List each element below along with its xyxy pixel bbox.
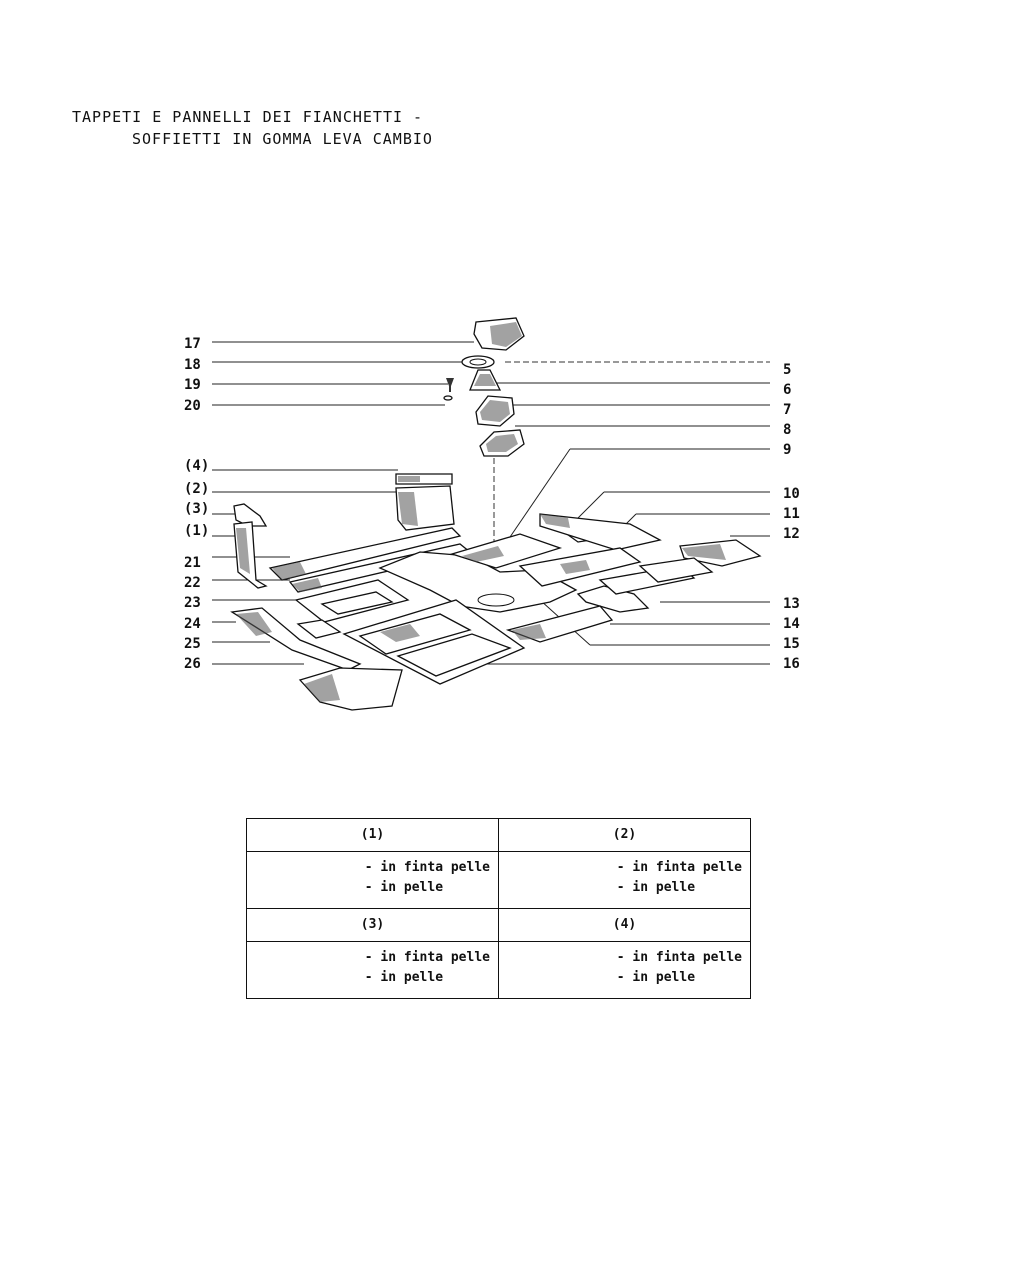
legend-options-4: - in finta pelle - in pelle xyxy=(498,941,751,999)
callout-22: 22 xyxy=(184,575,201,591)
legend-option: - in pelle xyxy=(364,880,444,895)
callout-18: 18 xyxy=(184,357,201,373)
left-leader-lines xyxy=(212,341,474,665)
callout-26: 26 xyxy=(184,656,201,672)
mat-part-24 xyxy=(296,619,342,639)
legend-option: - in finta pelle xyxy=(616,860,742,875)
callout-25: 25 xyxy=(184,636,201,652)
mat-part-13 xyxy=(576,585,650,613)
callout-5: 5 xyxy=(783,362,791,378)
washer-part-20 xyxy=(443,395,453,401)
floor-mats xyxy=(230,513,762,711)
legend-option: - in pelle xyxy=(616,970,696,985)
legend-head-1: (1) xyxy=(246,818,499,852)
callout-19: 19 xyxy=(184,377,201,393)
callout-11: 11 xyxy=(783,506,800,522)
callout-10: 10 xyxy=(783,486,800,502)
callout-12: 12 xyxy=(783,526,800,542)
title-line-2: SOFFIETTI IN GOMMA LEVA CAMBIO xyxy=(132,130,433,148)
legend-options-1: - in finta pelle - in pelle xyxy=(246,851,499,909)
callout-3: (3) xyxy=(184,501,209,517)
callout-14: 14 xyxy=(783,616,800,632)
page-title: TAPPETI E PANNELLI DEI FIANCHETTI - SOFF… xyxy=(72,106,433,150)
callout-15: 15 xyxy=(783,636,800,652)
callout-9: 9 xyxy=(783,442,791,458)
callout-16: 16 xyxy=(783,656,800,672)
legend-option: - in finta pelle xyxy=(364,860,490,875)
callout-8: 8 xyxy=(783,422,791,438)
callout-1: (1) xyxy=(184,523,209,539)
side-panels xyxy=(233,473,455,589)
callout-2: (2) xyxy=(184,481,209,497)
legend-option: - in finta pelle xyxy=(364,950,490,965)
callout-20: 20 xyxy=(184,398,201,414)
legend-option: - in pelle xyxy=(364,970,444,985)
left-callouts: 17 18 19 20 (4) (2) (3) (1) 21 22 23 24 … xyxy=(184,336,209,672)
right-callouts: 5 6 7 8 9 10 11 12 13 14 15 16 xyxy=(783,362,800,672)
mat-part-16 xyxy=(342,599,526,685)
callout-24: 24 xyxy=(184,616,201,632)
right-leader-lines xyxy=(470,361,770,665)
legend-head-2: (2) xyxy=(498,818,751,852)
legend-head-4: (4) xyxy=(498,908,751,942)
callout-7: 7 xyxy=(783,402,791,418)
callout-13: 13 xyxy=(783,596,800,612)
gear-lever-boots xyxy=(443,317,525,457)
legend-options-2: - in finta pelle - in pelle xyxy=(498,851,751,909)
mat-part-21 xyxy=(268,527,462,581)
legend-option: - in pelle xyxy=(616,880,696,895)
clip-part-19 xyxy=(446,378,454,392)
callout-4: (4) xyxy=(184,458,209,474)
panel-part-3 xyxy=(233,503,268,527)
callout-17: 17 xyxy=(184,336,201,352)
mat-part-11 xyxy=(539,513,662,551)
callout-23: 23 xyxy=(184,595,201,611)
legend-options-3: - in finta pelle - in pelle xyxy=(246,941,499,999)
callout-6: 6 xyxy=(783,382,791,398)
legend-option: - in finta pelle xyxy=(616,950,742,965)
callout-21: 21 xyxy=(184,555,201,571)
exploded-parts-diagram: 17 18 19 20 (4) (2) (3) (1) 21 22 23 24 … xyxy=(184,317,800,711)
legend-head-3: (3) xyxy=(246,908,499,942)
title-line-1: TAPPETI E PANNELLI DEI FIANCHETTI - xyxy=(72,108,424,126)
material-legend-table: (1) (2) - in finta pelle - in pelle - in … xyxy=(246,818,751,999)
